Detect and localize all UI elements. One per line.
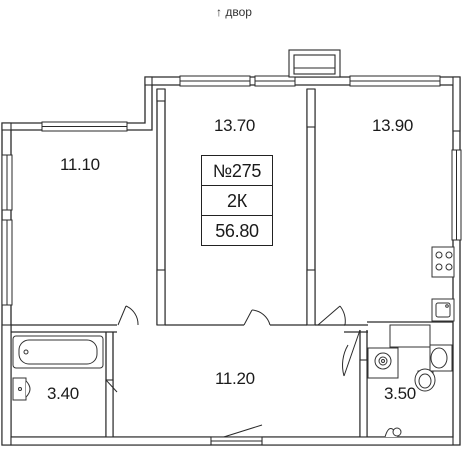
up-arrow-icon: ↑ — [216, 5, 222, 19]
apartment-number: №275 — [202, 156, 272, 186]
balcony-unit — [288, 49, 341, 78]
room-area-bedroom-left: 11.10 — [60, 155, 100, 174]
doors — [105, 305, 361, 442]
apartment-plate: №275 2К 56.80 — [201, 155, 273, 246]
bathroom-fixtures — [12, 335, 104, 401]
kitchen-fixtures — [431, 246, 455, 322]
wc-fixtures — [367, 324, 453, 438]
room-area-bathroom: 3.40 — [47, 384, 79, 403]
room-area-kitchen-living: 13.90 — [372, 116, 414, 135]
orientation-label: двор — [225, 5, 252, 19]
room-area-bedroom-middle: 13.70 — [214, 116, 256, 135]
wall-blocks — [1, 76, 461, 446]
orientation-note: ↑ двор — [216, 5, 252, 19]
apartment-type: 2К — [202, 186, 272, 216]
windows — [1, 75, 462, 306]
apartment-total-area: 56.80 — [215, 221, 259, 241]
room-area-wc: 3.50 — [384, 384, 416, 403]
room-area-hallway: 11.20 — [215, 369, 255, 388]
